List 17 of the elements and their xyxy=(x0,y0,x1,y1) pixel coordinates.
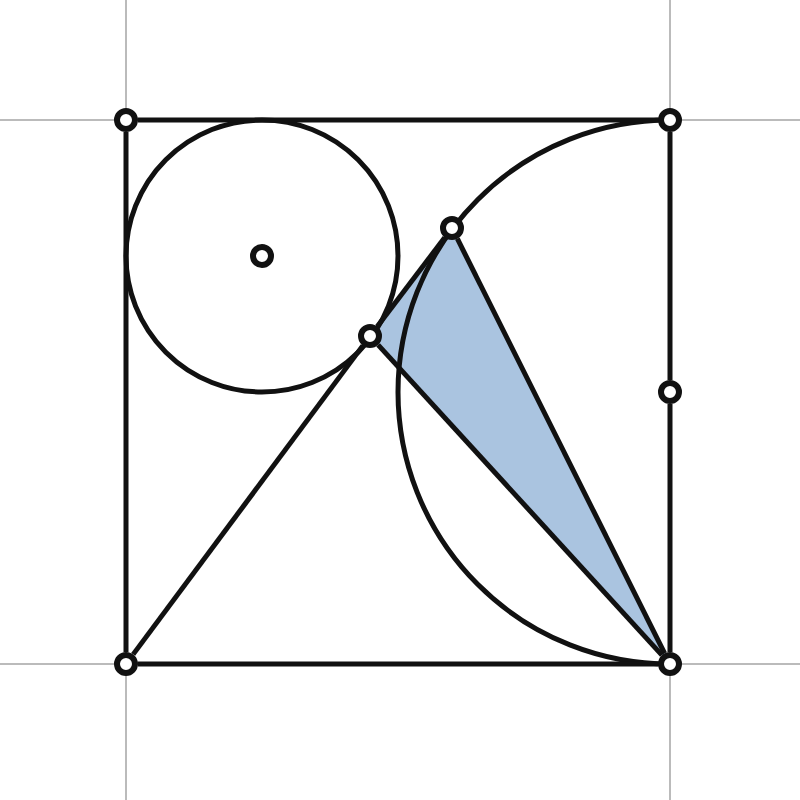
point-marker xyxy=(658,380,682,404)
point-marker xyxy=(358,324,382,348)
line-segment xyxy=(123,132,129,652)
line-segment xyxy=(138,117,658,123)
line-segment xyxy=(138,661,658,667)
point-marker xyxy=(114,108,138,132)
line-segment xyxy=(667,132,673,380)
point-marker xyxy=(658,108,682,132)
line-segment xyxy=(375,236,447,328)
line-segment xyxy=(455,237,667,655)
point-marker xyxy=(440,216,464,240)
line-segment xyxy=(376,343,664,657)
point-marker xyxy=(250,244,274,268)
point-marker xyxy=(114,652,138,676)
point-marker xyxy=(658,652,682,676)
line-segment xyxy=(667,404,673,652)
line-segment xyxy=(131,344,365,656)
